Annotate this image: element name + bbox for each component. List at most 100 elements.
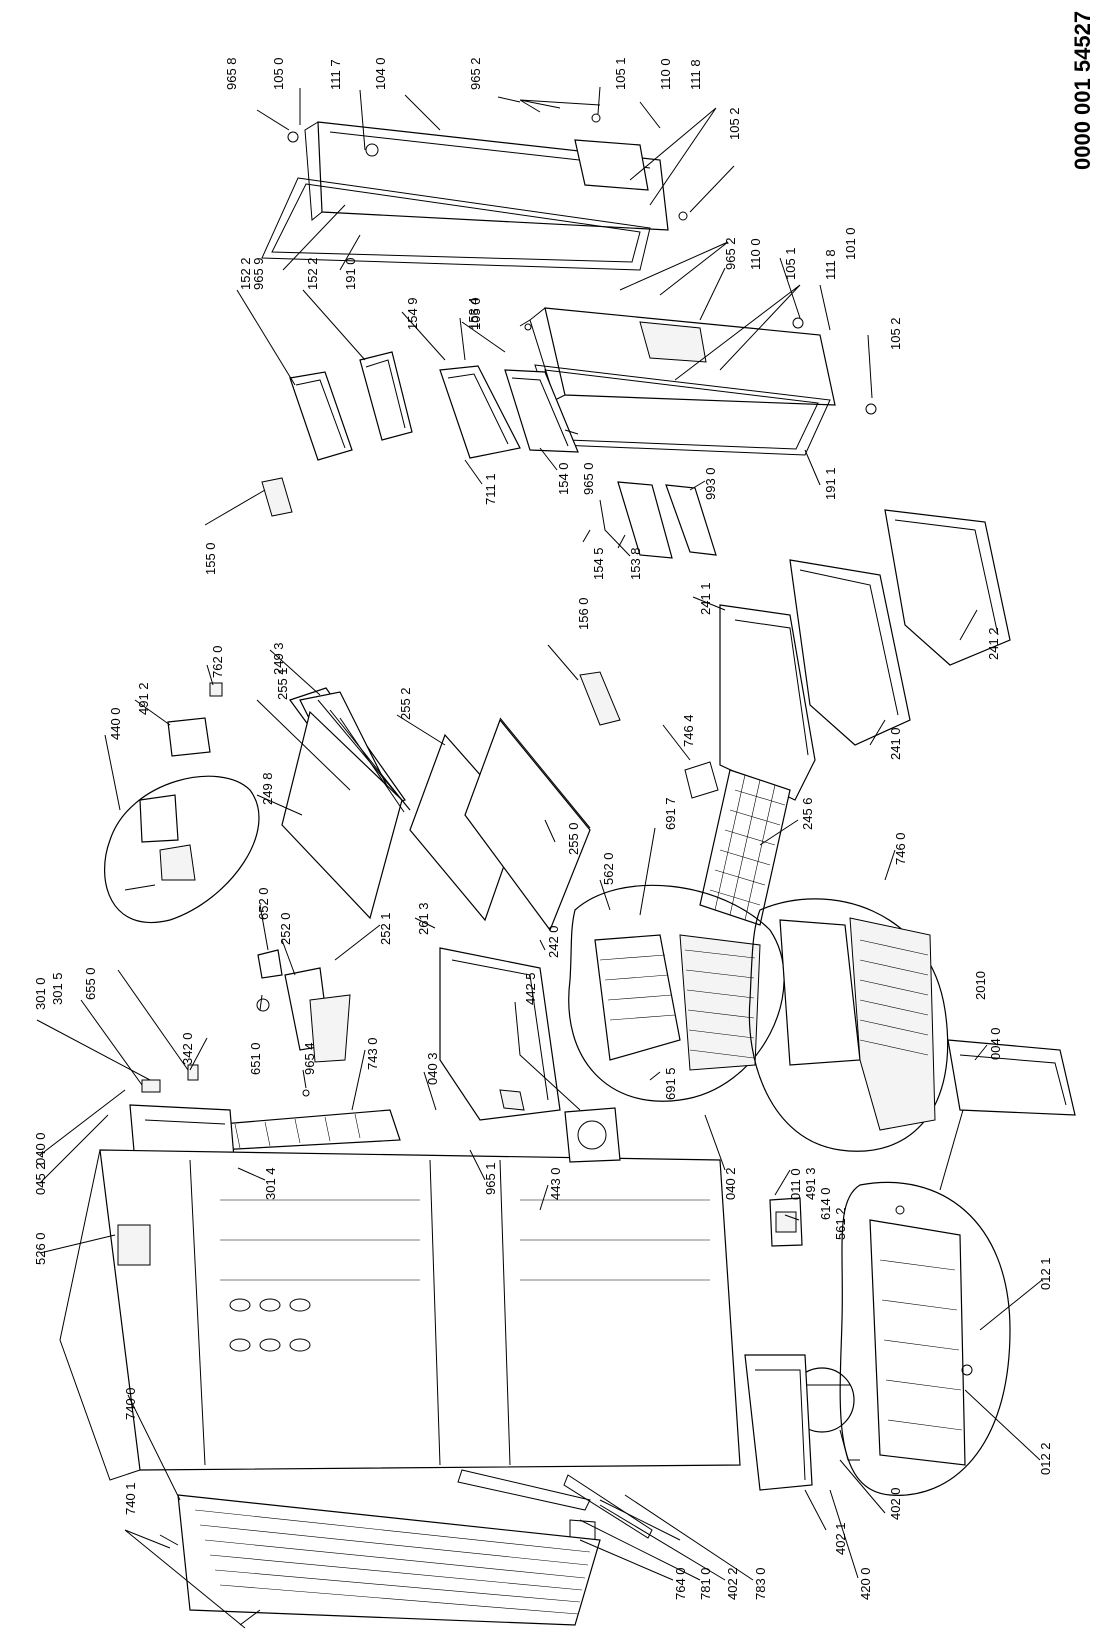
part-label: 045 2 xyxy=(33,1162,48,1195)
part-label: 241 0 xyxy=(888,727,903,760)
part-label: 442 5 xyxy=(523,972,538,1005)
part-label: 402 2 xyxy=(725,1567,740,1600)
part-label: 011 0 xyxy=(788,1168,803,1200)
part-label: 105 2 xyxy=(727,107,742,140)
part-label: 004 0 xyxy=(988,1027,1003,1060)
part-label: 691 7 xyxy=(663,797,678,830)
part-labels: 965 8 105 0 111 7 104 0 965 2 105 1 110 0 111 8… xyxy=(33,57,1053,1600)
part-label: 746 0 xyxy=(893,832,908,865)
part-label: 241 1 xyxy=(698,582,713,615)
part-label: 561 2 xyxy=(833,1207,848,1240)
part-label: 652 0 xyxy=(256,887,271,920)
part-label: 764 0 xyxy=(673,1567,688,1600)
drawing-upper-door xyxy=(261,113,688,271)
part-label: 711 1 xyxy=(483,473,498,505)
part-label: 191 0 xyxy=(343,257,358,290)
drawing-cabinet xyxy=(59,1149,741,1481)
part-label: 740 0 xyxy=(123,1387,138,1420)
part-label: 965 4 xyxy=(302,1042,317,1075)
part-label: 255 2 xyxy=(398,687,413,720)
part-label: 965 0 xyxy=(581,462,596,495)
part-label: 420 0 xyxy=(858,1567,873,1600)
part-label: 241 2 xyxy=(986,627,1001,660)
part-label: 040 3 xyxy=(425,1052,440,1085)
part-label: 526 0 xyxy=(33,1232,48,1265)
part-label: 614 0 xyxy=(818,1187,833,1220)
part-label: 245 6 xyxy=(800,797,815,830)
drawing-lower-mechanics xyxy=(457,1107,1011,1546)
part-label: 965 8 xyxy=(224,57,239,90)
drawing-lower-door xyxy=(524,307,877,456)
part-label: 105 1 xyxy=(613,57,628,90)
part-label: 301 5 xyxy=(50,972,65,1005)
part-label: 012 1 xyxy=(1038,1257,1053,1290)
part-label: 105 1 xyxy=(783,247,798,280)
part-label: 104 0 xyxy=(373,57,388,90)
part-label: 111 7 xyxy=(328,59,343,90)
part-label: 762 0 xyxy=(210,645,225,678)
drawing-fridge-compartment-parts xyxy=(129,947,561,1231)
part-label: 255 0 xyxy=(566,822,581,855)
drawing-evaporator-bubble xyxy=(568,884,785,1102)
part-label: 154 9 xyxy=(405,297,420,330)
part-label: 2010 xyxy=(973,971,988,1000)
part-label: 152 2 xyxy=(238,257,253,290)
part-label: 105 0 xyxy=(468,297,483,330)
drawing-crispers xyxy=(684,509,1011,926)
part-label: 342 0 xyxy=(180,1032,195,1065)
part-label: 562 0 xyxy=(601,852,616,885)
part-label: 993 0 xyxy=(703,467,718,500)
part-label: 965 9 xyxy=(251,257,266,290)
part-label: 110 0 xyxy=(658,58,673,90)
part-label: 154 5 xyxy=(591,547,606,580)
part-label: 261 3 xyxy=(416,902,431,935)
part-label: 101 0 xyxy=(843,227,858,260)
part-label: 110 0 xyxy=(748,238,763,270)
part-label: 153 4 xyxy=(466,297,481,330)
part-label: 740 1 xyxy=(123,1482,138,1515)
part-label: 440 0 xyxy=(108,707,123,740)
part-label: 105 0 xyxy=(271,57,286,90)
part-label: 301 0 xyxy=(33,977,48,1010)
part-label: 156 0 xyxy=(576,597,591,630)
part-label: 152 2 xyxy=(305,257,320,290)
part-label: 783 0 xyxy=(753,1567,768,1600)
part-label: 965 2 xyxy=(723,237,738,270)
drawing-shelves xyxy=(281,671,621,932)
part-label: 111 8 xyxy=(688,59,703,90)
drawing-door-balconies xyxy=(261,351,717,559)
part-label: 655 0 xyxy=(83,967,98,1000)
part-label: 252 0 xyxy=(278,912,293,945)
part-label: 965 1 xyxy=(483,1162,498,1195)
part-label: 743 0 xyxy=(365,1037,380,1070)
part-label: 252 1 xyxy=(378,912,393,945)
part-label: 255 1 xyxy=(275,667,290,700)
part-label: 691 5 xyxy=(663,1067,678,1100)
part-label: 301 4 xyxy=(263,1167,278,1200)
part-label: 154 0 xyxy=(556,462,571,495)
drawing-freezer-back-bubble xyxy=(748,898,949,1152)
part-label: 249 3 xyxy=(271,642,286,675)
part-label: 402 1 xyxy=(833,1522,848,1555)
drawing-top-parts xyxy=(103,682,260,923)
drawing-condenser xyxy=(159,1494,601,1626)
part-label: 153 8 xyxy=(628,547,643,580)
part-label: 155 0 xyxy=(203,542,218,575)
part-label: 040 2 xyxy=(723,1167,738,1200)
part-label: 105 2 xyxy=(888,317,903,350)
drawing-freezer-drawer-2010 xyxy=(947,1039,1076,1116)
part-label: 746 4 xyxy=(681,714,696,747)
part-label: 111 8 xyxy=(823,249,838,280)
part-label: 491 2 xyxy=(136,682,151,715)
part-label: 443 0 xyxy=(548,1167,563,1200)
part-label: 402 0 xyxy=(888,1487,903,1520)
part-label: 781 0 xyxy=(698,1567,713,1600)
part-label: 012 2 xyxy=(1038,1442,1053,1475)
part-label: 965 2 xyxy=(468,57,483,90)
leader-lines xyxy=(36,86,1043,1629)
part-label: 040 0 xyxy=(33,1132,48,1165)
document-number: 0000 001 54527 xyxy=(1070,11,1095,170)
part-label: 651 0 xyxy=(248,1042,263,1075)
part-label: 242 0 xyxy=(546,925,561,958)
